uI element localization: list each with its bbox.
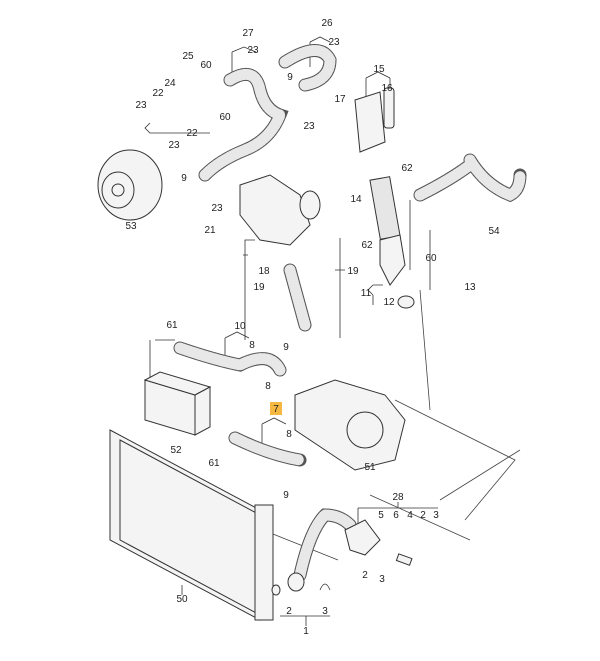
callout-9[interactable]: 9 <box>283 490 289 501</box>
callout-18[interactable]: 18 <box>258 266 270 277</box>
callout-23[interactable]: 23 <box>168 140 180 151</box>
callout-27[interactable]: 27 <box>242 28 254 39</box>
oil-cooler <box>143 371 212 436</box>
callout-61[interactable]: 61 <box>208 458 220 469</box>
callout-15[interactable]: 15 <box>373 64 385 75</box>
callout-23[interactable]: 23 <box>328 37 340 48</box>
callout-11[interactable]: 11 <box>361 288 372 299</box>
callout-2[interactable]: 2 <box>286 606 292 617</box>
callout-1[interactable]: 1 <box>303 626 309 637</box>
callout-62[interactable]: 62 <box>361 240 373 251</box>
callout-10[interactable]: 10 <box>234 321 246 332</box>
callout-23[interactable]: 23 <box>211 203 223 214</box>
callout-9[interactable]: 9 <box>181 173 187 184</box>
alternator <box>97 149 163 221</box>
callout-8[interactable]: 8 <box>265 381 271 392</box>
bracket-lines <box>144 36 521 626</box>
callout-19[interactable]: 19 <box>253 282 265 293</box>
callout-14[interactable]: 14 <box>350 194 362 205</box>
callout-5[interactable]: 5 <box>378 510 384 521</box>
callout-23[interactable]: 23 <box>135 100 147 111</box>
callout-24[interactable]: 24 <box>164 78 176 89</box>
callout-17[interactable]: 17 <box>334 94 346 105</box>
callout-51[interactable]: 51 <box>364 462 376 473</box>
callout-60[interactable]: 60 <box>219 112 231 123</box>
callout-3[interactable]: 3 <box>433 510 439 521</box>
callout-4[interactable]: 4 <box>407 510 413 521</box>
callout-60[interactable]: 60 <box>200 60 212 71</box>
callout-12[interactable]: 12 <box>383 297 395 308</box>
callout-61[interactable]: 61 <box>166 320 178 331</box>
callout-9[interactable]: 9 <box>287 72 293 83</box>
hoses <box>173 44 527 582</box>
callout-54[interactable]: 54 <box>488 226 500 237</box>
callout-22[interactable]: 22 <box>152 88 164 99</box>
callout-60[interactable]: 60 <box>425 253 437 264</box>
callout-3[interactable]: 3 <box>379 574 385 585</box>
callout-21[interactable]: 21 <box>204 225 216 236</box>
callout-labels: 26 23 27 23 25 60 24 22 23 60 22 23 9 23… <box>125 18 500 637</box>
callout-7-highlighted[interactable]: 7 <box>273 404 279 415</box>
callout-25[interactable]: 25 <box>182 51 194 62</box>
callout-52[interactable]: 52 <box>170 445 182 456</box>
callout-8[interactable]: 8 <box>286 429 292 440</box>
radiator <box>109 429 274 621</box>
callout-3[interactable]: 3 <box>322 606 328 617</box>
callout-62[interactable]: 62 <box>401 163 413 174</box>
callout-53[interactable]: 53 <box>125 221 137 232</box>
coolant-pump-housing <box>239 87 415 596</box>
callout-19[interactable]: 19 <box>347 266 359 277</box>
callout-50[interactable]: 50 <box>176 594 188 605</box>
callout-9[interactable]: 9 <box>283 342 289 353</box>
callout-2[interactable]: 2 <box>362 570 368 581</box>
callout-6[interactable]: 6 <box>393 510 399 521</box>
highlight-box <box>270 402 282 415</box>
callout-23[interactable]: 23 <box>303 121 315 132</box>
callout-22[interactable]: 22 <box>186 128 198 139</box>
callout-13[interactable]: 13 <box>464 282 476 293</box>
callout-26[interactable]: 26 <box>321 18 333 29</box>
callout-16[interactable]: 16 <box>381 83 393 94</box>
callout-2[interactable]: 2 <box>420 510 426 521</box>
callout-28[interactable]: 28 <box>392 492 404 503</box>
callout-8[interactable]: 8 <box>249 340 255 351</box>
callout-23[interactable]: 23 <box>247 45 259 56</box>
